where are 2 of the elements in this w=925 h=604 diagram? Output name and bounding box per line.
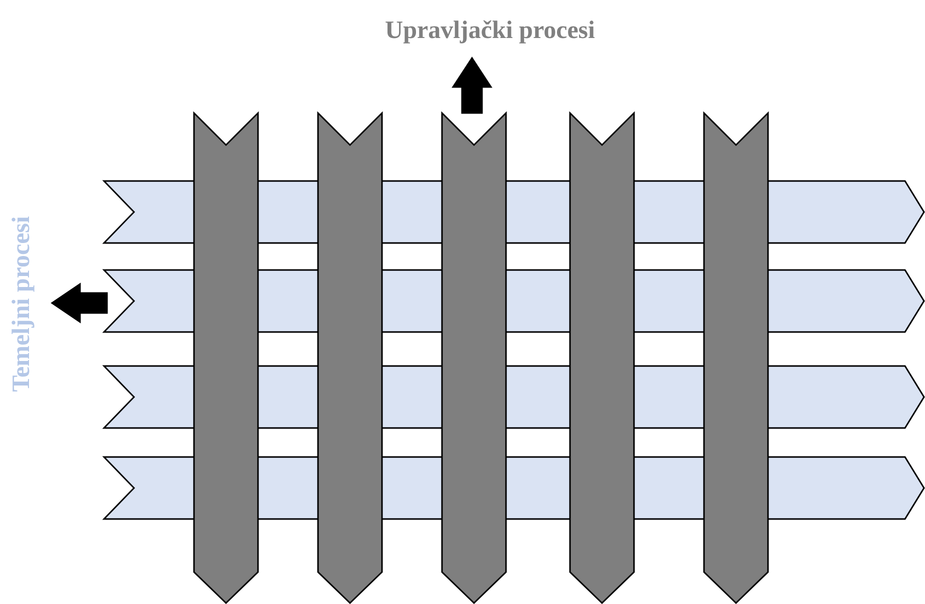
section-heading: Temeljni procesi [7, 216, 36, 392]
section-heading: Upravljački procesi [385, 16, 595, 46]
